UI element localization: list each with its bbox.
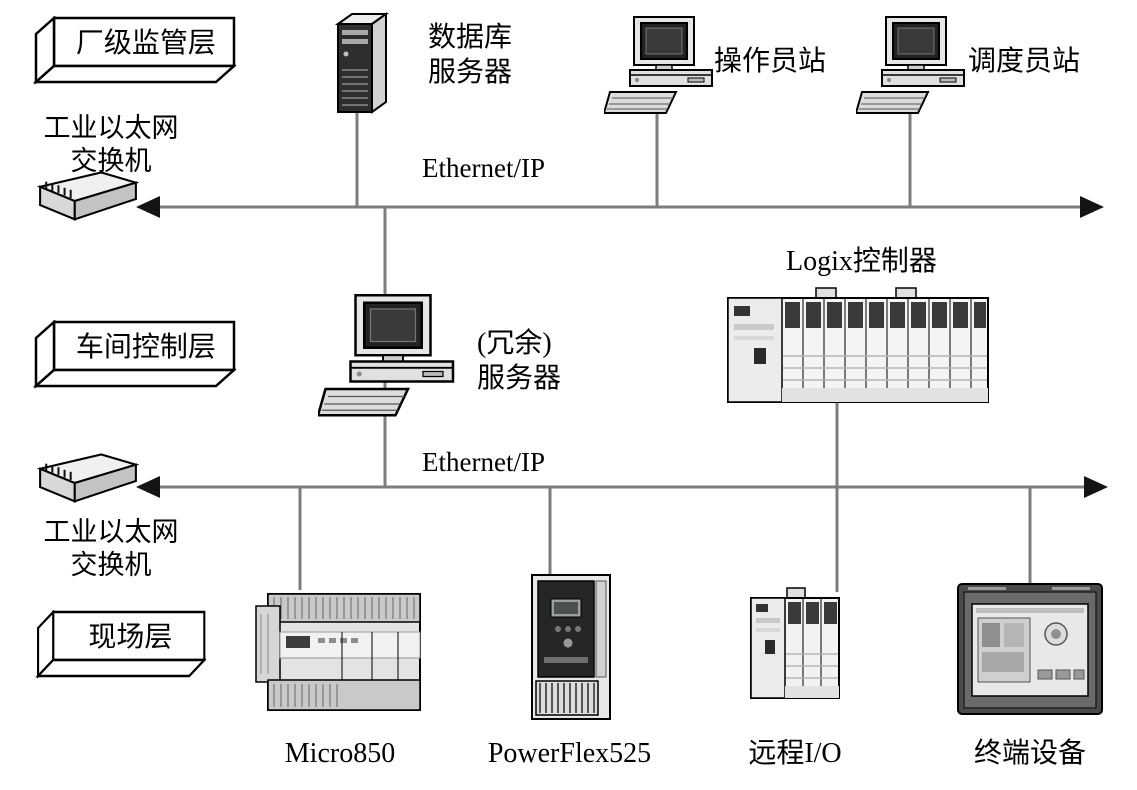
ethernet-switch-bottom-icon [34,452,142,512]
bus-bottom-label: Ethernet/IP [422,447,545,477]
database-server-label: 数据库 服务器 [428,20,512,90]
database-server-icon [326,12,394,116]
operator-station-label: 操作员站 [714,46,827,77]
ethernet-switch-top-icon [34,170,142,230]
remote-io-label: 远程I/O [748,738,842,769]
switch-bottom-label-line1: 工业以太网 [43,517,179,547]
dispatcher-station-label: 调度员站 [968,46,1081,77]
dispatcher-station-icon [856,16,968,116]
bus-top-label: Ethernet/IP [422,153,545,183]
redundant-server-icon [318,294,458,419]
terminal-device-icon [956,582,1104,716]
terminal-device-label: 终端设备 [973,738,1086,769]
micro850-icon [252,580,430,722]
layer-label-factory: 厂级监管层 [75,27,216,59]
redundant-server-label-line1: (冗余) [477,328,552,359]
remote-io-icon [747,584,843,702]
layer-slab-workshop: 车间控制层 [24,320,236,390]
operator-station-icon [604,16,716,116]
redundant-server-label: (冗余) 服务器 [477,326,561,396]
logix-controller-icon [726,286,990,406]
layer-label-field: 现场层 [88,621,173,653]
bus-top-right-arrow [1080,196,1104,218]
layer-label-workshop: 车间控制层 [75,331,216,363]
database-server-label-line1: 数据库 [428,22,513,53]
bus-bottom-left-arrow [136,476,160,498]
powerflex525-label: PowerFlex525 [487,738,652,769]
layer-slab-factory: 厂级监管层 [24,16,236,86]
slab-shape [35,610,206,679]
database-server-label-line2: 服务器 [428,57,513,88]
powerflex525-icon [522,571,618,723]
redundant-server-label-line2: 服务器 [477,363,562,394]
switch-bottom-label-line2: 交换机 [70,550,152,580]
bus-bottom-right-arrow [1084,476,1108,498]
slab-shape [32,16,236,85]
switch-bottom-label: 工业以太网 交换机 [36,516,186,582]
switch-top-label-line1: 工业以太网 [43,113,179,143]
slab-shape [32,320,236,389]
micro850-label: Micro850 [284,738,396,769]
logix-controller-label: Logix控制器 [786,246,937,277]
switch-top-label: 工业以太网 交换机 [36,112,186,178]
bus-top-left-arrow [136,196,160,218]
switch-top-label-line2: 交换机 [70,146,152,176]
layer-slab-field: 现场层 [28,610,206,680]
